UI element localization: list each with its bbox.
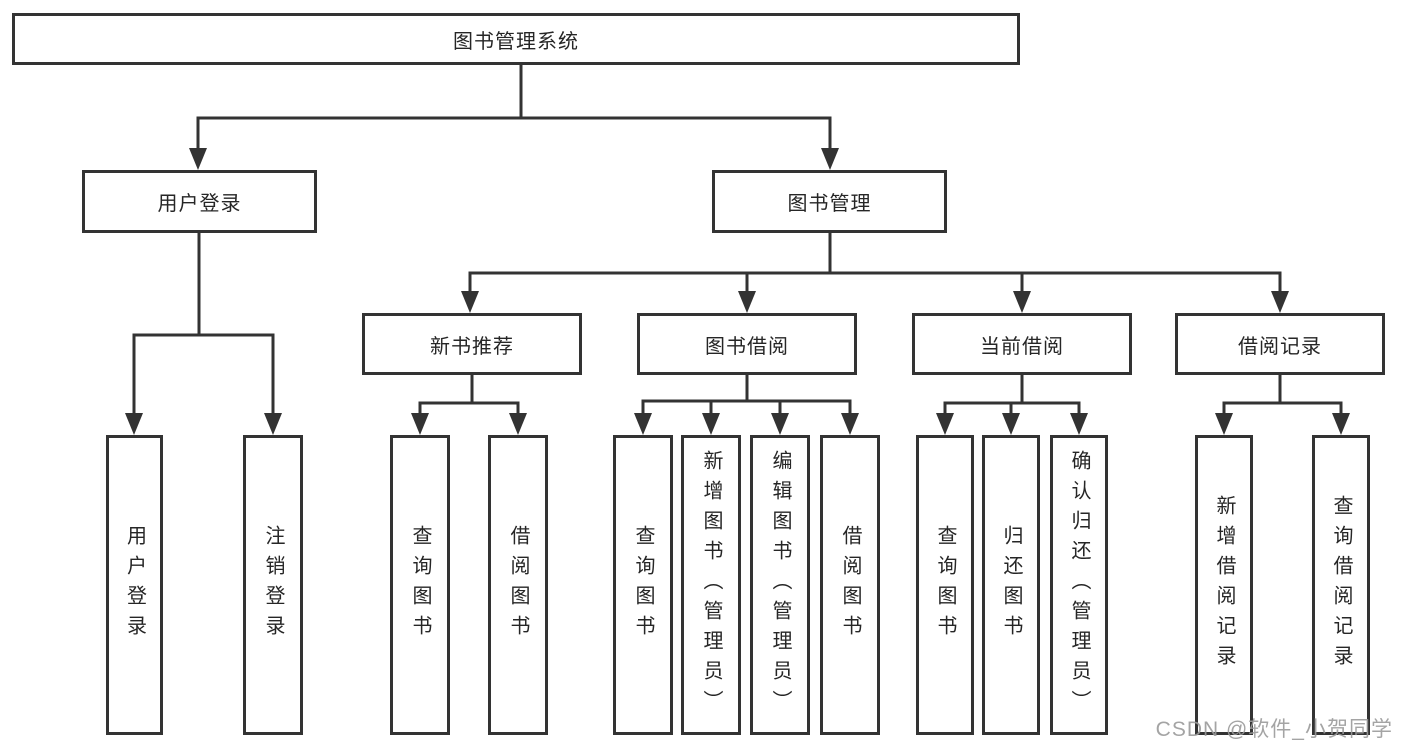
node-label: 新增借阅记录 — [1213, 495, 1235, 675]
node-label: 新书推荐 — [430, 335, 514, 358]
node-user-login-group: 用户登录 — [82, 170, 317, 233]
node-borrow-books: 借阅图书 — [820, 435, 880, 735]
node-add-borrow-record: 新增借阅记录 — [1195, 435, 1253, 735]
node-label: 注销登录 — [262, 525, 284, 645]
node-book-borrow: 图书借阅 — [637, 313, 857, 375]
node-add-books-admin: 新增图书（管理员） — [681, 435, 741, 735]
node-label: 图书管理系统 — [453, 30, 579, 53]
csdn-watermark: CSDN @软件_小贺同学 — [1155, 718, 1393, 741]
node-user-login: 用户登录 — [106, 435, 163, 735]
node-label: 用户登录 — [123, 525, 146, 645]
node-return-books: 归还图书 — [982, 435, 1040, 735]
node-label: 借阅记录 — [1238, 335, 1322, 358]
node-confirm-return-admin: 确认归还（管理员） — [1050, 435, 1108, 735]
node-current-query-books: 查询图书 — [916, 435, 974, 735]
node-borrow-records: 借阅记录 — [1175, 313, 1385, 375]
arrowheads — [125, 148, 1350, 435]
node-edit-books-admin: 编辑图书（管理员） — [750, 435, 810, 735]
node-query-borrow-record: 查询借阅记录 — [1312, 435, 1370, 735]
node-label: 当前借阅 — [980, 335, 1064, 358]
node-label: 归还图书 — [1000, 525, 1022, 645]
node-logout: 注销登录 — [243, 435, 303, 735]
node-label: 查询图书 — [632, 525, 654, 645]
node-label: 借阅图书 — [839, 525, 861, 645]
node-recommend-query-books: 查询图书 — [390, 435, 450, 735]
node-label: 图书借阅 — [705, 335, 789, 358]
node-current-borrow: 当前借阅 — [912, 313, 1132, 375]
node-book-management: 图书管理 — [712, 170, 947, 233]
node-recommend-borrow-books: 借阅图书 — [488, 435, 548, 735]
node-borrow-query-books: 查询图书 — [613, 435, 673, 735]
node-new-book-recommend: 新书推荐 — [362, 313, 582, 375]
node-label: 用户登录 — [157, 193, 242, 215]
node-label: 新增图书（管理员） — [700, 450, 722, 720]
node-label: 查询借阅记录 — [1330, 495, 1352, 675]
node-label: 图书管理 — [787, 193, 872, 215]
node-label: 查询图书 — [409, 525, 431, 645]
node-label: 借阅图书 — [507, 525, 529, 645]
node-label: 编辑图书（管理员） — [769, 450, 791, 720]
node-library-management-system: 图书管理系统 — [12, 13, 1020, 65]
node-label: 查询图书 — [934, 525, 956, 645]
node-label: 确认归还（管理员） — [1068, 450, 1090, 720]
